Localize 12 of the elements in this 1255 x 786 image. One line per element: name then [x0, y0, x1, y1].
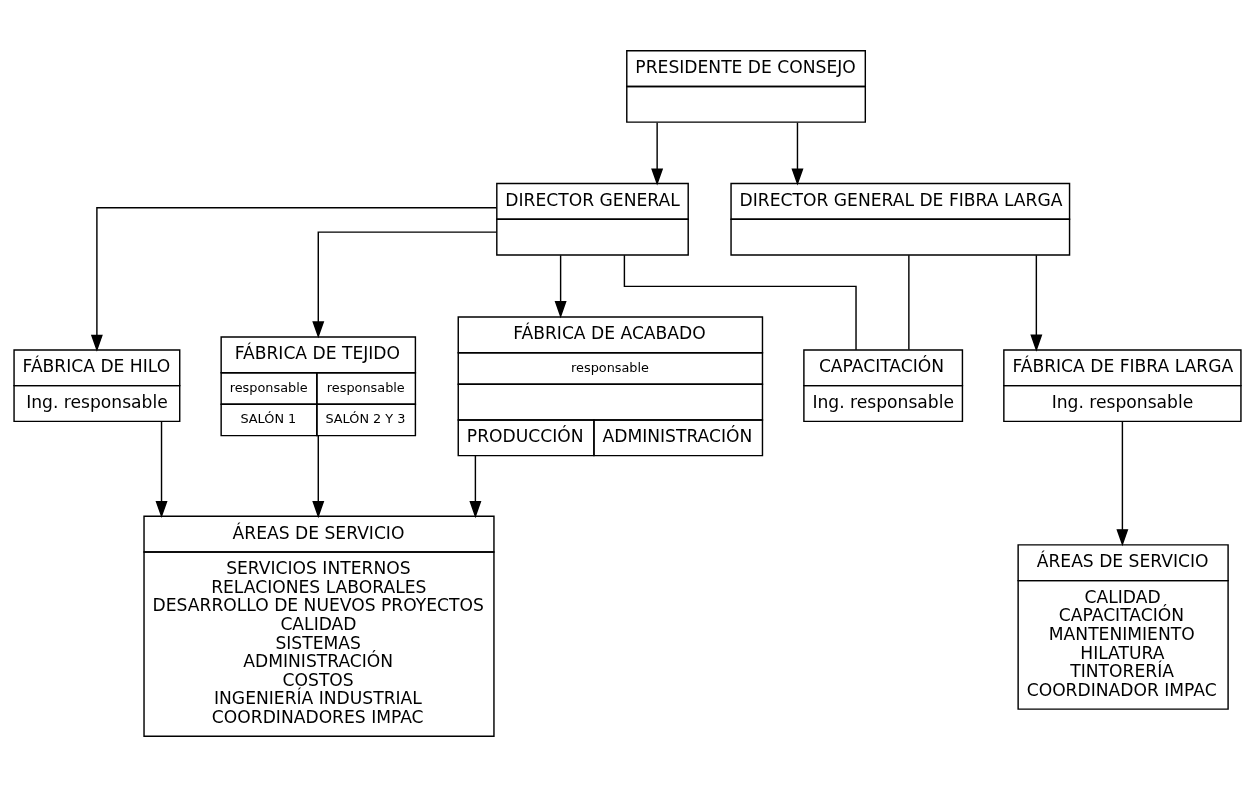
arrow	[791, 121, 804, 186]
connector	[623, 253, 857, 351]
arrow	[1116, 420, 1129, 546]
connector	[908, 254, 910, 350]
arrow	[469, 454, 482, 518]
arrow	[1030, 254, 1043, 352]
arrow	[651, 121, 664, 186]
arrow	[554, 254, 567, 318]
arrow	[312, 230, 498, 338]
arrow	[155, 420, 168, 518]
arrow	[312, 433, 325, 518]
arrow	[90, 206, 498, 352]
